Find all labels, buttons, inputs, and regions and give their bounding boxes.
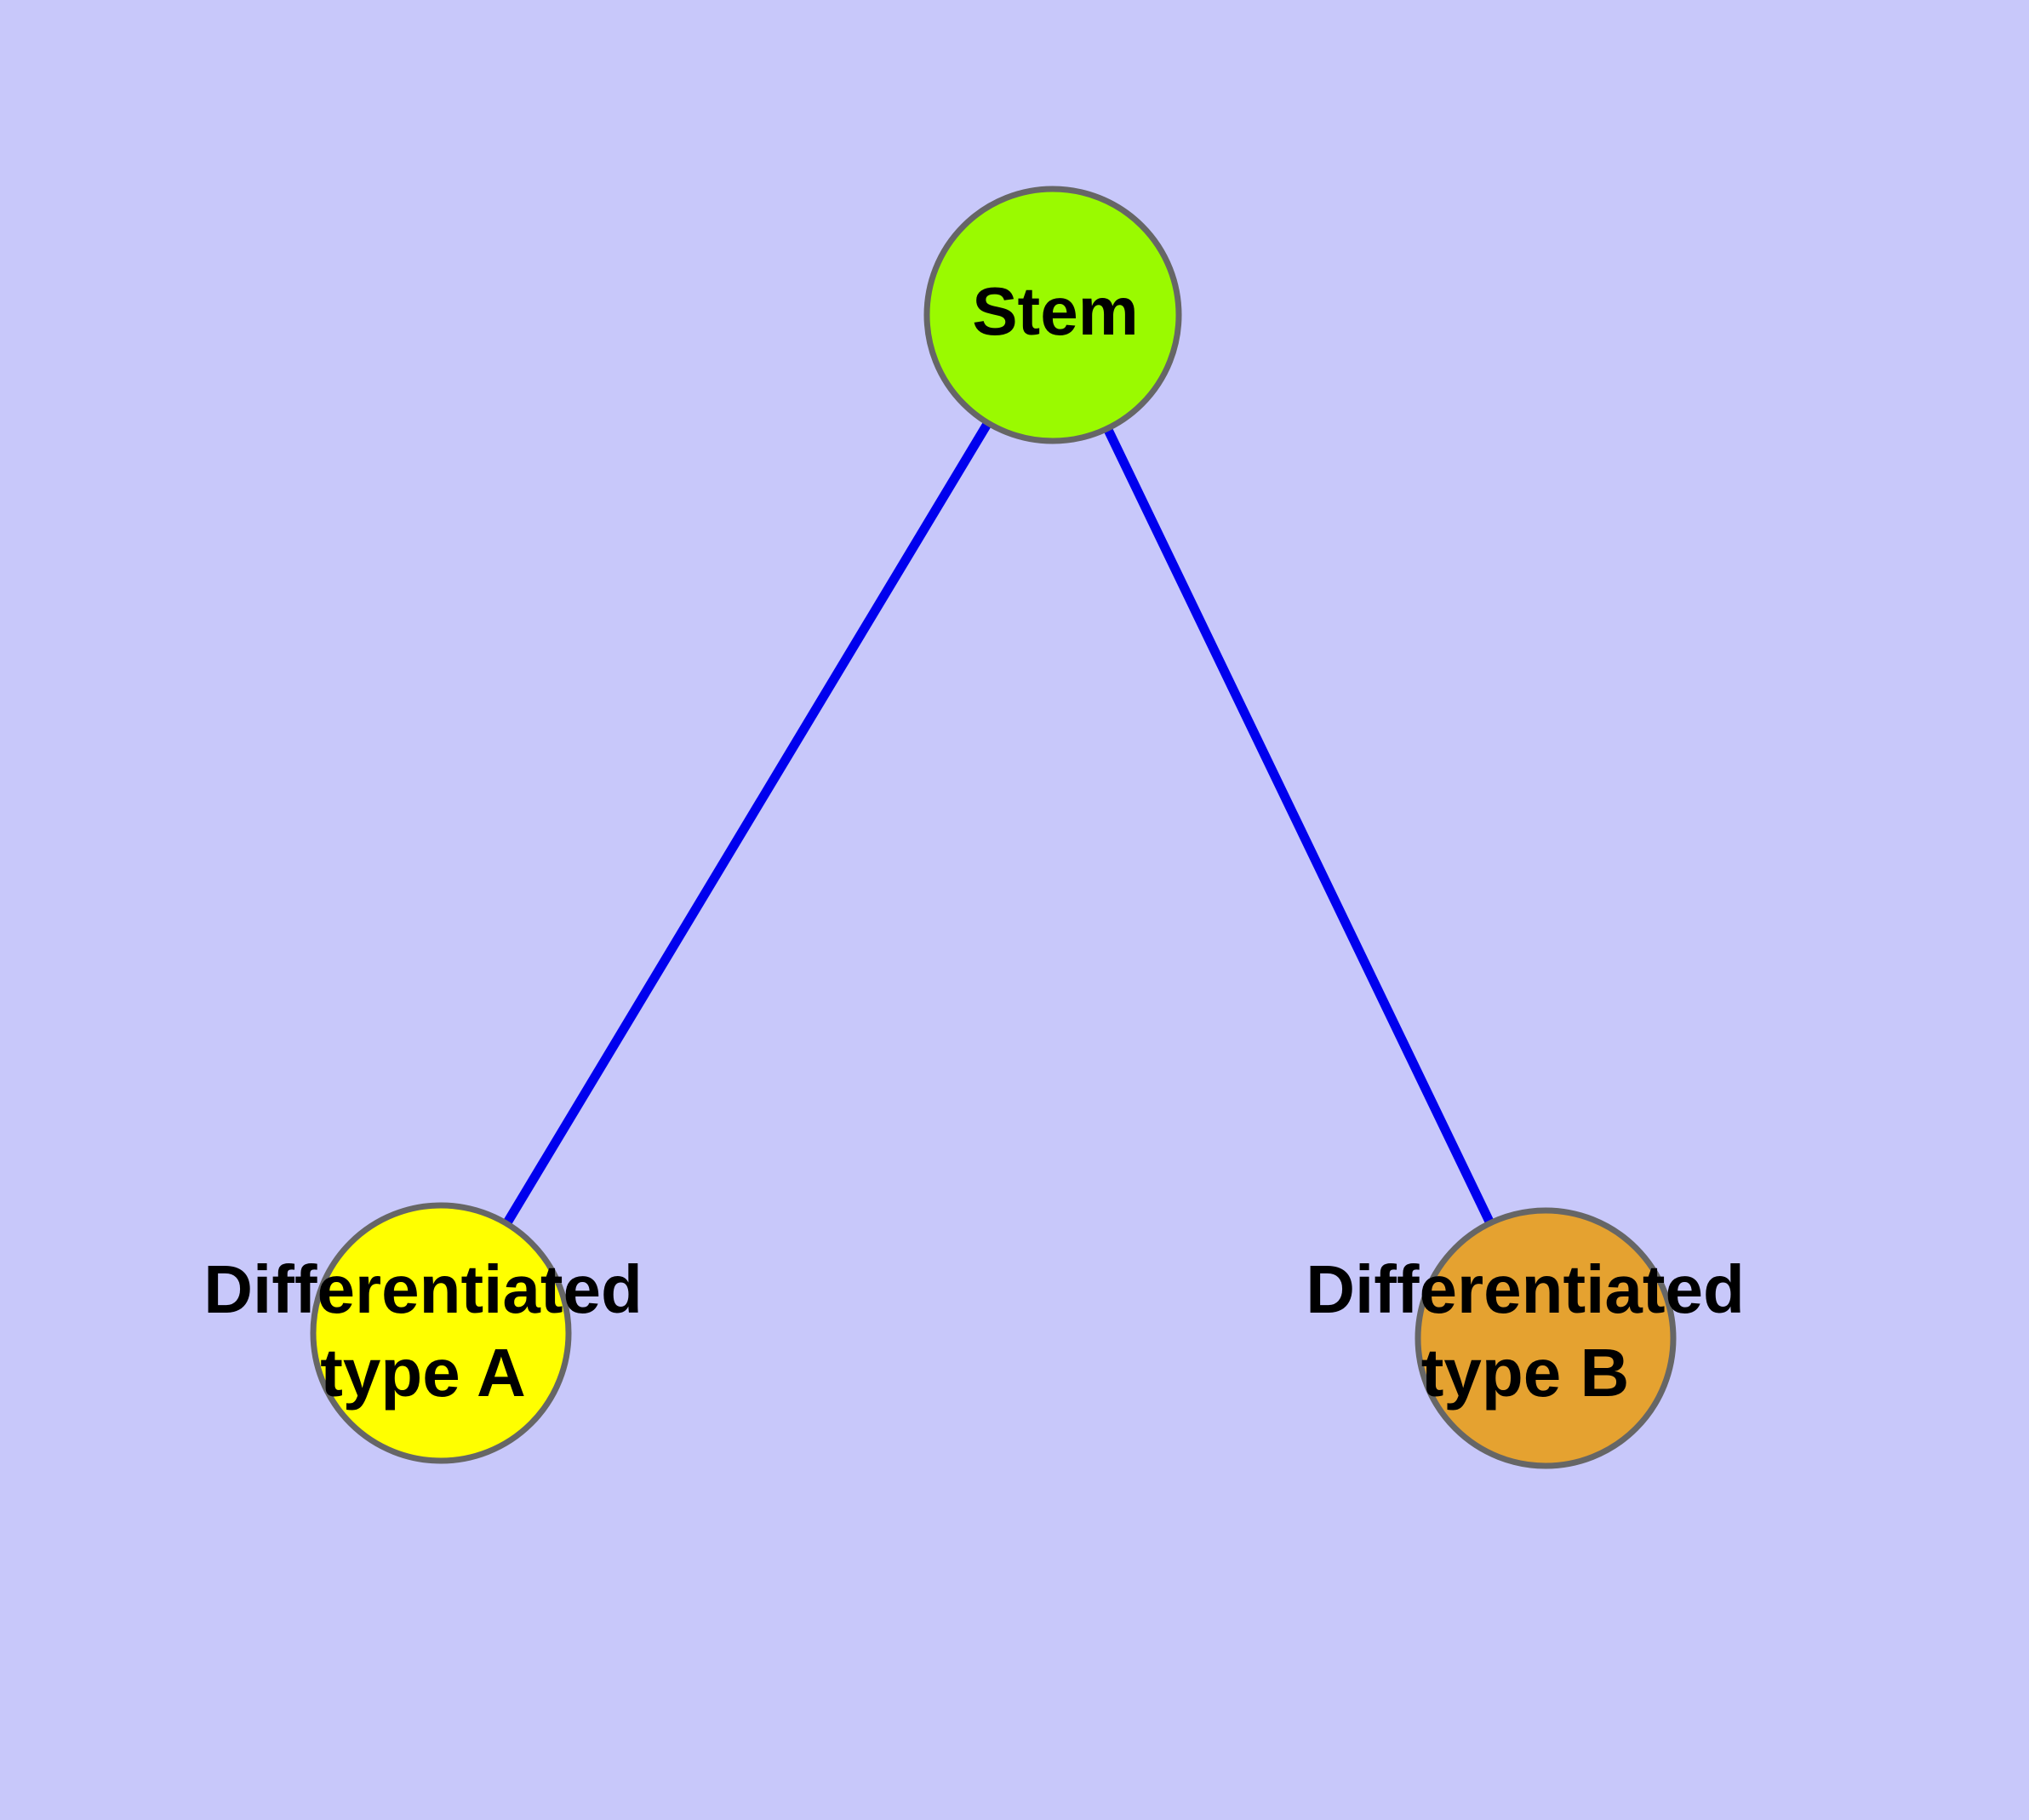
edge-stem-to-diff-a[interactable] [437,312,1057,1336]
edges-layer [437,312,1550,1341]
node-diff-a[interactable] [310,1202,572,1464]
node-diff-a-circle[interactable] [310,1202,572,1464]
edge-stem-to-diff-b[interactable] [1049,312,1550,1341]
node-diff-a-label-line2: type A [320,1335,526,1411]
node-diff-a-label-line1: Differentiated [203,1251,643,1327]
labels-layer: Stem Differentiated type A Differentiate… [203,273,1745,1411]
node-stem-circle[interactable] [923,186,1182,444]
node-diff-b[interactable] [1415,1207,1677,1469]
nodes-layer [310,186,1677,1469]
node-diff-b-label-line1: Differentiated [1306,1251,1745,1327]
node-stem[interactable] [923,186,1182,444]
node-diff-b-circle[interactable] [1415,1207,1677,1469]
node-stem-label: Stem [972,273,1139,349]
node-diff-b-label-line2: type B [1421,1335,1630,1411]
